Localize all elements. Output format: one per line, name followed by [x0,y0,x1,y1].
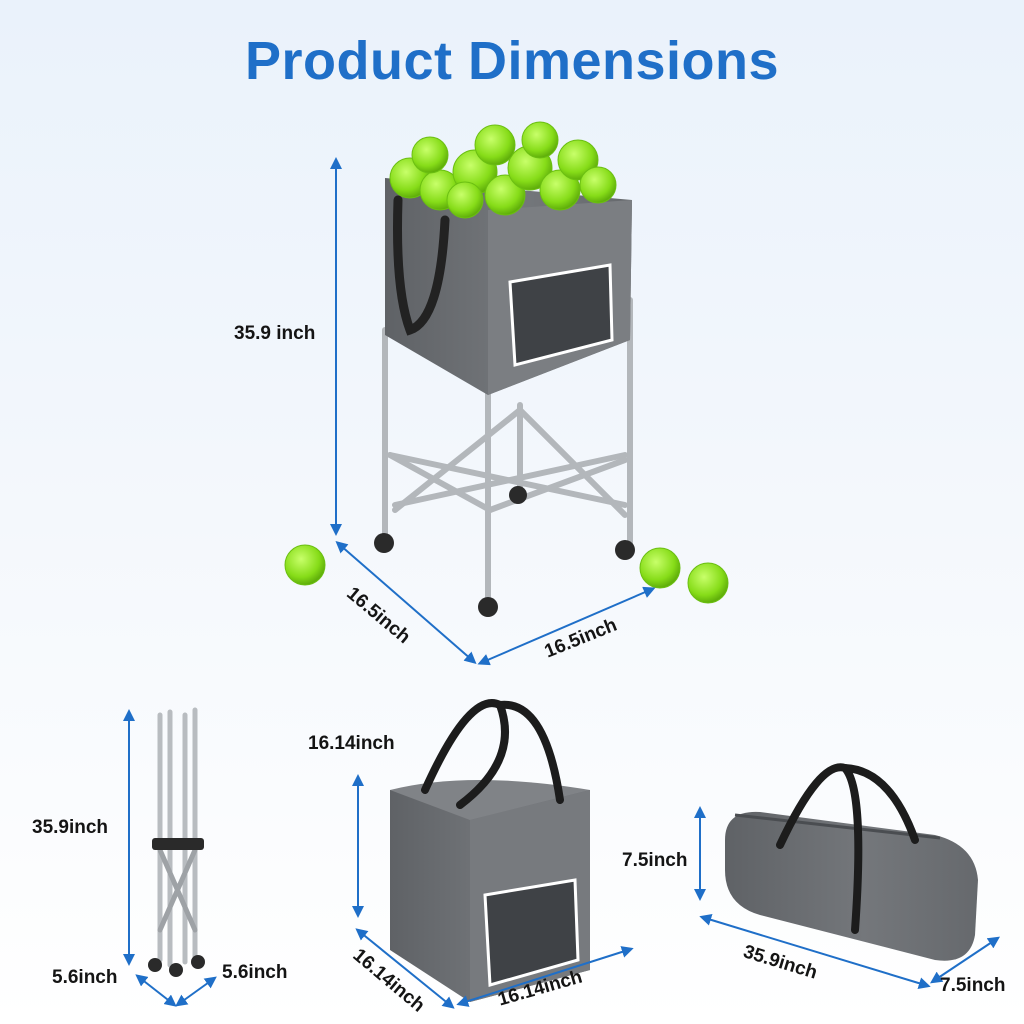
dimension-lines [123,157,1000,1009]
folded-frame [157,707,198,968]
duffel-height-label: 7.5inch [622,850,688,871]
duffel-handle-2 [841,764,919,844]
bag-depth-line [355,928,455,1009]
duffel-bag [725,763,978,961]
duffel-width-label: 7.5inch [940,975,1006,996]
loose-balls [284,544,729,604]
frame-wheels [148,838,205,977]
frame-height-label: 35.9inch [32,817,109,838]
cart-depth-line [335,541,477,664]
frame-width-line [175,976,217,1007]
frame-depth-label: 5.6inch [52,967,118,988]
duffel-width-line [930,936,1000,984]
ball-cart [284,121,729,617]
cart-height-label: 35.9 inch [234,323,316,344]
storage-bag [390,699,590,1002]
cart-handle [393,195,450,336]
page-title: Product Dimensions [244,31,780,91]
cart-frame [382,297,633,603]
frame-depth-line [135,974,177,1007]
bag-height-label: 16.14inch [308,733,395,754]
mesh-pocket [508,263,614,367]
bag-width-line [456,946,634,1007]
duffel-length-line [699,914,931,989]
balls-in-cart [389,121,617,219]
cart-width-line [477,586,656,666]
bag-handle-2 [496,700,564,804]
frame-width-label: 5.6inch [222,962,288,983]
